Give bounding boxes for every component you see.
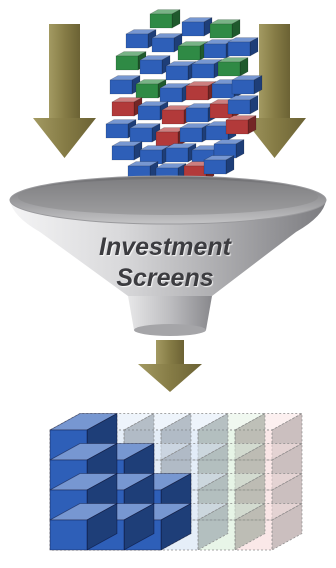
- cube-icon: [109, 75, 141, 95]
- cube-icon: [125, 29, 157, 49]
- cube-icon: [139, 145, 171, 165]
- down-arrow-icon: [33, 24, 96, 158]
- cube-icon: [179, 123, 211, 143]
- cube-icon: [111, 97, 143, 117]
- down-arrow-icon: [243, 24, 306, 158]
- cube-grid-icon: [49, 412, 303, 551]
- cube-icon: [181, 17, 213, 37]
- funnel-label-line2: Screens: [116, 264, 214, 292]
- cube-icon: [185, 81, 217, 101]
- cube-icon: [191, 59, 223, 79]
- cube-icon: [227, 37, 259, 57]
- cube-icon: [49, 502, 118, 551]
- cube-icon: [217, 57, 249, 77]
- cube-icon: [149, 9, 181, 29]
- funnel-label-line1: Investment: [99, 233, 231, 261]
- cube-icon: [209, 19, 241, 39]
- cube-icon: [203, 155, 235, 175]
- cube-icon: [227, 95, 259, 115]
- cube-icon: [139, 55, 171, 75]
- funnel-label: Investment Screens: [70, 232, 260, 294]
- down-arrow-icon: [138, 340, 202, 392]
- cube-cluster-icon: [105, 9, 263, 183]
- cube-icon: [165, 61, 197, 81]
- cube-icon: [225, 115, 257, 135]
- cube-icon: [231, 75, 263, 95]
- cube-icon: [165, 143, 197, 163]
- cube-icon: [159, 83, 191, 103]
- cube-icon: [151, 33, 183, 53]
- funnel-icon: [9, 175, 327, 336]
- cube-icon: [111, 141, 143, 161]
- cube-icon: [177, 41, 209, 61]
- cube-icon: [135, 79, 167, 99]
- cube-icon: [129, 123, 161, 143]
- cube-icon: [213, 139, 245, 159]
